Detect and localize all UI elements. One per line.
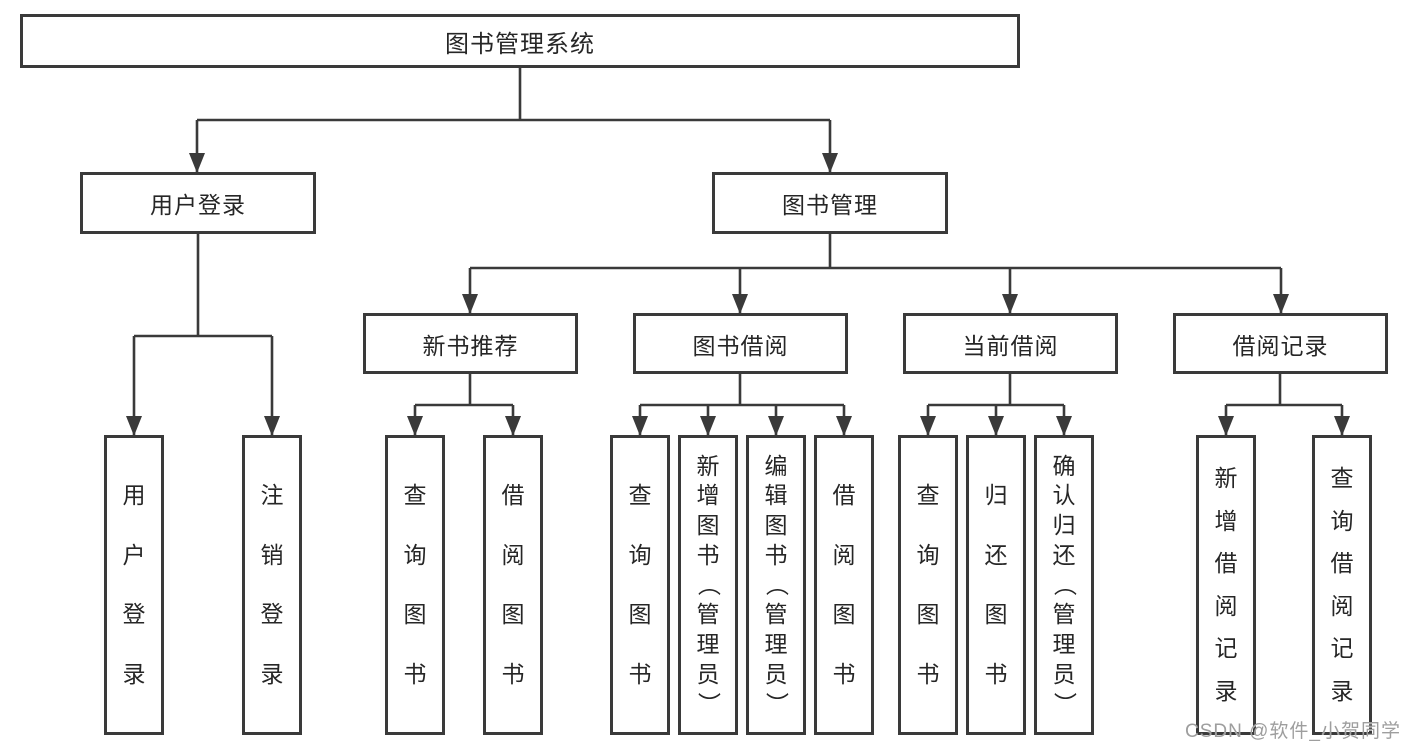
node-user-login: 用户登录	[80, 172, 316, 234]
connector-user-login-fork	[134, 234, 272, 338]
leaf-borrow-books-1: 借阅图书	[483, 435, 543, 735]
connector-newbook-fork	[415, 374, 513, 407]
node-borrow-records: 借阅记录	[1173, 313, 1388, 374]
watermark: CSDN @软件_小贺同学	[1185, 721, 1401, 742]
connector-book-mgmt-fork	[470, 234, 1281, 270]
leaf-logout: 注销登录	[242, 435, 302, 735]
node-current-borrow: 当前借阅	[903, 313, 1118, 374]
leaf-query-books-2: 查询图书	[610, 435, 670, 735]
leaf-query-books-3: 查询图书	[898, 435, 958, 735]
node-book-management: 图书管理	[712, 172, 948, 234]
connector-root-fork	[197, 68, 830, 122]
leaf-query-books-1: 查询图书	[385, 435, 445, 735]
leaf-user-login: 用户登录	[104, 435, 164, 735]
connector-records-fork	[1226, 374, 1342, 407]
connector-current-fork	[928, 374, 1064, 407]
leaf-add-borrow-record: 新增借阅记录	[1196, 435, 1256, 735]
leaf-borrow-books-2: 借阅图书	[814, 435, 874, 735]
leaf-confirm-return-admin: 确认归还（管理员）	[1034, 435, 1094, 735]
connector-borrow-fork	[640, 374, 844, 407]
node-book-borrow: 图书借阅	[633, 313, 848, 374]
node-library-system: 图书管理系统	[20, 14, 1020, 68]
connector-group	[126, 68, 1350, 436]
node-new-book-recommend: 新书推荐	[363, 313, 578, 374]
leaf-edit-books-admin: 编辑图书（管理员）	[746, 435, 806, 735]
leaf-return-books: 归还图书	[966, 435, 1026, 735]
leaf-add-books-admin: 新增图书（管理员）	[678, 435, 738, 735]
leaf-query-borrow-record: 查询借阅记录	[1312, 435, 1372, 735]
